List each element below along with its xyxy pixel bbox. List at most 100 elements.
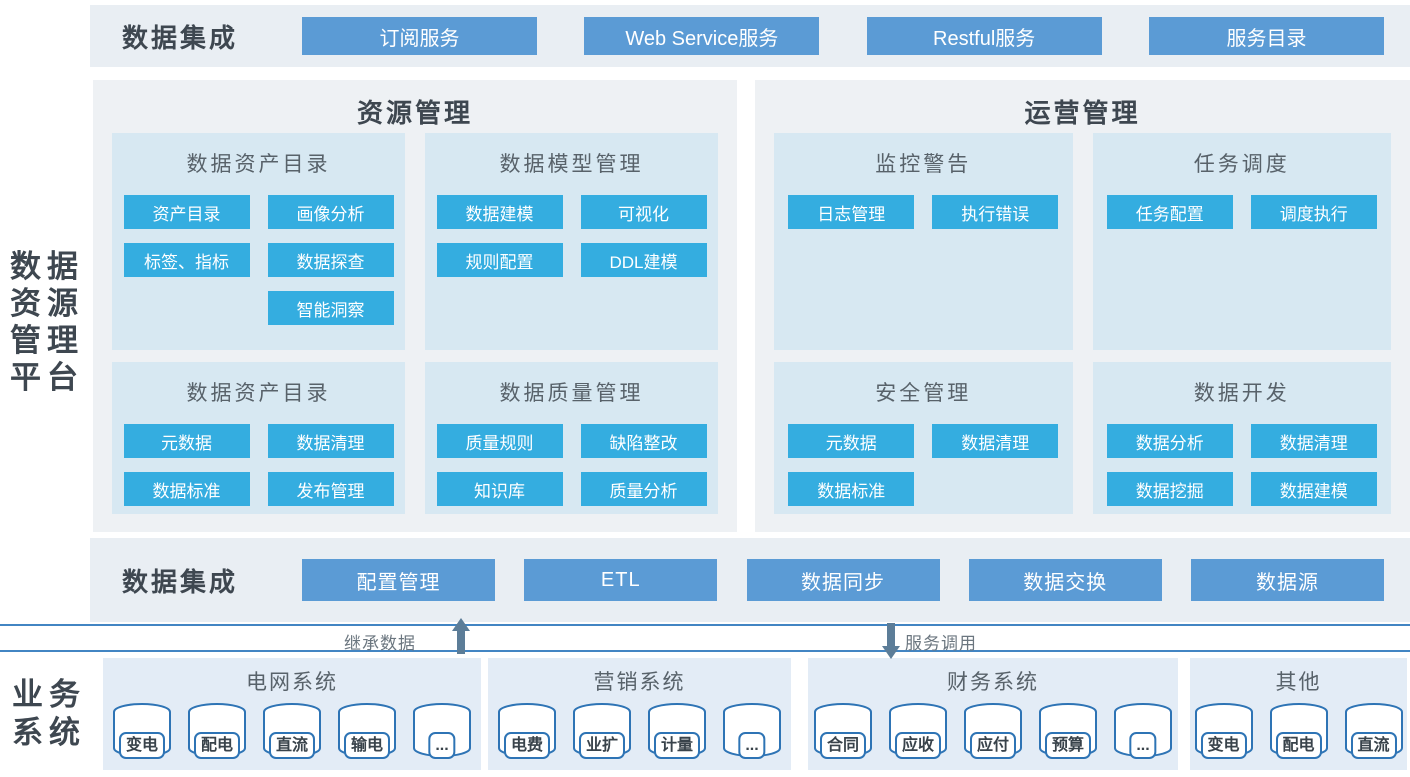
database-label: 应付 <box>969 732 1017 759</box>
data-sync-button[interactable]: 数据同步 <box>746 559 940 601</box>
database-label: 应收 <box>894 732 942 759</box>
data-cleaning-button[interactable]: 数据清理 <box>267 424 394 458</box>
publish-mgmt-button[interactable]: 发布管理 <box>267 472 394 506</box>
database-label: 变电 <box>118 732 166 759</box>
knowledge-base-button[interactable]: 知识库 <box>436 472 563 506</box>
sub-panel-title: 数据模型管理 <box>499 153 644 176</box>
operation-panel-title: 运营管理 <box>1024 98 1141 128</box>
quality-rule-button[interactable]: 质量规则 <box>436 424 563 458</box>
system-title: 财务系统 <box>947 671 1039 694</box>
restful-service-button[interactable]: Restful服务 <box>866 17 1102 55</box>
database-label: ... <box>738 732 766 759</box>
sub-panel-data-model-mgmt: 数据模型管理 数据建模 可视化 规则配置 DDL建模 <box>425 133 718 350</box>
sub-panel-task-schedule: 任务调度 任务配置 调度执行 <box>1092 133 1391 350</box>
etl-button[interactable]: ETL <box>524 559 718 601</box>
platform-title-line: 平台 <box>10 360 84 395</box>
platform-title: 数据 资源 管理 平台 <box>10 248 84 396</box>
database-label: 直流 <box>1350 732 1397 759</box>
sub-panel-title: 任务调度 <box>1193 153 1290 176</box>
data-standard-button[interactable]: 数据标准 <box>788 472 915 506</box>
database-item: 应付 <box>963 702 1023 760</box>
resource-management-panel: 资源管理 数据资产目录 资产目录 画像分析 标签、指标 数据探查 智能洞察 数据… <box>93 80 737 532</box>
inherit-data-label: 继承数据 <box>344 634 416 653</box>
business-systems-row: 电网系统 变电 配电 直流 输电 <box>103 658 1407 770</box>
sub-panel-data-asset-catalog-1: 数据资产目录 资产目录 画像分析 标签、指标 数据探查 智能洞察 <box>112 133 405 350</box>
top-band-buttons: 订阅服务 Web Service服务 Restful服务 服务目录 <box>302 17 1384 55</box>
database-label: 直流 <box>268 732 316 759</box>
data-cleaning-button[interactable]: 数据清理 <box>1250 424 1377 458</box>
web-service-button[interactable]: Web Service服务 <box>584 17 820 55</box>
feature-grid: 元数据 数据清理 数据标准 <box>788 424 1059 506</box>
data-analysis-button[interactable]: 数据分析 <box>1106 424 1233 458</box>
database-item: 合同 <box>813 702 873 760</box>
platform-title-line: 管理 <box>10 323 84 358</box>
metadata-button[interactable]: 元数据 <box>788 424 915 458</box>
database-label: 变电 <box>1200 732 1247 759</box>
database-item: 配电 <box>1269 702 1329 760</box>
database-label: 合同 <box>819 732 867 759</box>
bottom-integration-band: 数据集成 配置管理 ETL 数据同步 数据交换 数据源 <box>90 538 1410 622</box>
database-item: 应收 <box>888 702 948 760</box>
database-label: 电费 <box>503 732 551 759</box>
profile-analysis-button[interactable]: 画像分析 <box>267 195 394 229</box>
data-exchange-button[interactable]: 数据交换 <box>968 559 1162 601</box>
rule-config-button[interactable]: 规则配置 <box>436 243 563 277</box>
platform-title-line: 资源 <box>10 286 84 321</box>
task-config-button[interactable]: 任务配置 <box>1106 195 1233 229</box>
sub-panel-title: 数据质量管理 <box>499 382 644 405</box>
asset-catalog-button[interactable]: 资产目录 <box>123 195 250 229</box>
database-row: 合同 应收 应付 预算 ... <box>813 702 1173 760</box>
database-item: ... <box>722 702 782 760</box>
exec-error-button[interactable]: 执行错误 <box>932 195 1059 229</box>
data-modeling-button[interactable]: 数据建模 <box>436 195 563 229</box>
resource-panel-title: 资源管理 <box>356 98 473 128</box>
service-catalog-button[interactable]: 服务目录 <box>1148 17 1384 55</box>
service-call-label: 服务调用 <box>905 634 977 653</box>
log-mgmt-button[interactable]: 日志管理 <box>788 195 915 229</box>
database-label: 预算 <box>1044 732 1092 759</box>
feature-grid: 数据建模 可视化 规则配置 DDL建模 <box>436 195 707 277</box>
data-source-button[interactable]: 数据源 <box>1191 559 1384 601</box>
tags-metrics-button[interactable]: 标签、指标 <box>123 243 250 277</box>
quality-analysis-button[interactable]: 质量分析 <box>580 472 707 506</box>
feature-grid: 任务配置 调度执行 <box>1106 195 1377 229</box>
sub-panel-title: 数据资产目录 <box>186 153 331 176</box>
arrow-up-icon <box>452 618 470 654</box>
database-item: ... <box>1113 702 1173 760</box>
database-row: 电费 业扩 计量 ... <box>497 702 782 760</box>
database-item: 计量 <box>647 702 707 760</box>
database-item: 电费 <box>497 702 557 760</box>
schedule-exec-button[interactable]: 调度执行 <box>1250 195 1377 229</box>
system-title: 其他 <box>1275 671 1322 694</box>
metadata-button[interactable]: 元数据 <box>123 424 250 458</box>
business-title-line: 业务 <box>12 677 86 712</box>
finance-system-panel: 财务系统 合同 应收 应付 预算 <box>808 658 1178 770</box>
sub-panel-title: 安全管理 <box>875 382 972 405</box>
smart-insight-button[interactable]: 智能洞察 <box>267 291 394 325</box>
data-exploration-button[interactable]: 数据探查 <box>267 243 394 277</box>
database-label: 业扩 <box>578 732 626 759</box>
database-item: 输电 <box>337 702 397 760</box>
feature-grid: 资产目录 画像分析 标签、指标 数据探查 智能洞察 <box>123 195 394 325</box>
database-item: 直流 <box>262 702 322 760</box>
bottom-band-buttons: 配置管理 ETL 数据同步 数据交换 数据源 <box>302 559 1384 601</box>
data-standard-button[interactable]: 数据标准 <box>123 472 250 506</box>
data-mining-button[interactable]: 数据挖掘 <box>1106 472 1233 506</box>
sub-panel-title: 数据开发 <box>1193 382 1290 405</box>
connector-band: 继承数据 服务调用 <box>0 618 1410 659</box>
subscribe-service-button[interactable]: 订阅服务 <box>302 17 537 55</box>
data-modeling-button[interactable]: 数据建模 <box>1250 472 1377 506</box>
defect-fix-button[interactable]: 缺陷整改 <box>580 424 707 458</box>
operation-management-panel: 运营管理 监控警告 日志管理 执行错误 任务调度 任务配置 调度执行 安全管理 … <box>755 80 1410 532</box>
config-mgmt-button[interactable]: 配置管理 <box>302 559 495 601</box>
sub-panel-title: 监控警告 <box>875 153 972 176</box>
ddl-modeling-button[interactable]: DDL建模 <box>580 243 707 277</box>
data-cleaning-button[interactable]: 数据清理 <box>932 424 1059 458</box>
visualization-button[interactable]: 可视化 <box>580 195 707 229</box>
marketing-system-panel: 营销系统 电费 业扩 计量 ... <box>488 658 791 770</box>
sub-panel-security-mgmt: 安全管理 元数据 数据清理 数据标准 <box>774 362 1073 514</box>
sub-panel-title: 数据资产目录 <box>186 382 331 405</box>
database-row: 变电 配电 直流 <box>1194 702 1404 760</box>
database-label: ... <box>1129 732 1157 759</box>
database-item: 预算 <box>1038 702 1098 760</box>
